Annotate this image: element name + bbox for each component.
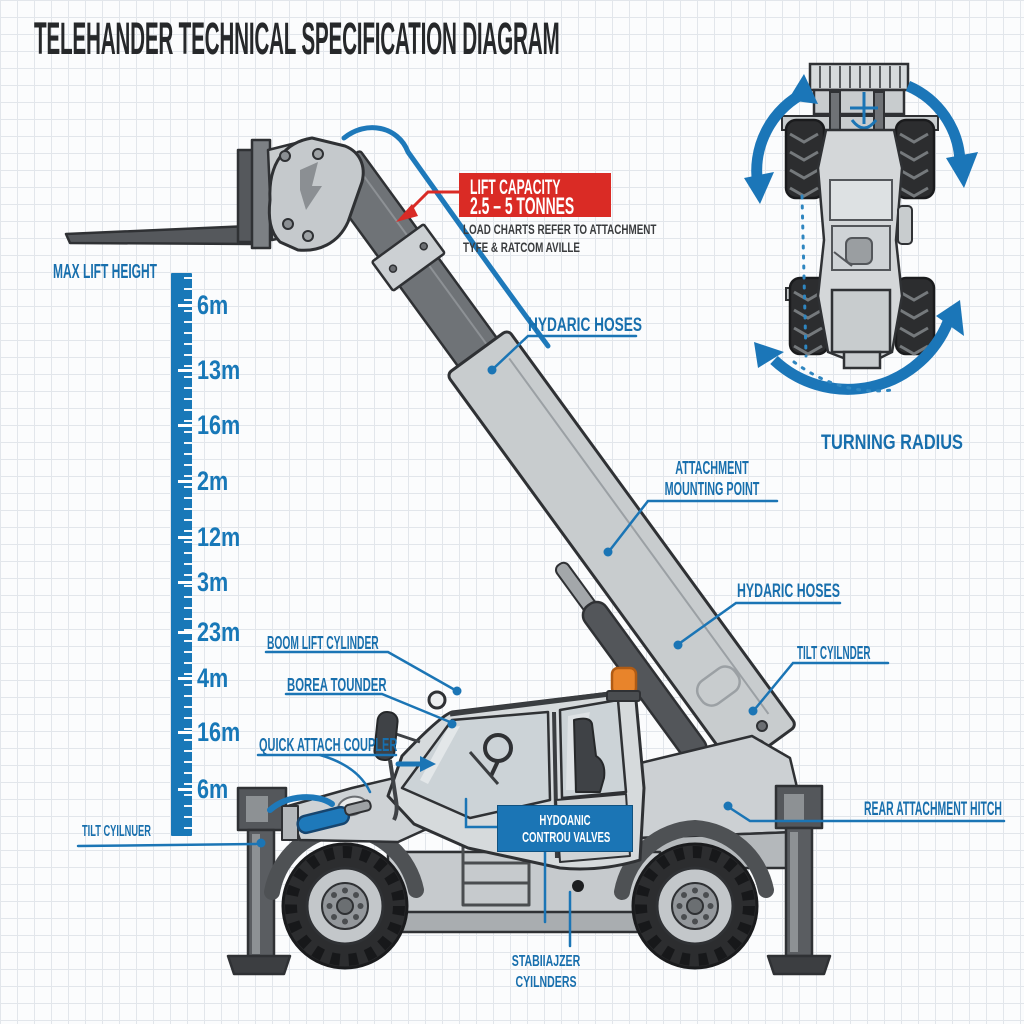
- ruler-mark: 16m: [197, 717, 241, 747]
- leader-lines: [76, 334, 1006, 948]
- ruler-major-tick: [178, 677, 192, 680]
- front-tilt-cylinder: [267, 794, 372, 835]
- ruler-major-tick: [178, 480, 192, 483]
- turning-arrows: [744, 74, 978, 395]
- note-line-1: LOAD CHARTS REFER TO ATTACHMENT: [463, 222, 657, 237]
- ruler-major-tick: [178, 424, 192, 427]
- max-lift-height-label: MAX LIFT HEIGHT: [53, 261, 157, 283]
- ruler-major-tick: [178, 581, 192, 584]
- mirror: [373, 710, 421, 821]
- label-boom-lift-cylinder: BOOM LIFT CYLINDER: [267, 633, 379, 653]
- ruler-major-tick: [178, 369, 192, 372]
- ruler-mark: 12m: [197, 522, 241, 552]
- ruler-mark: 6m: [197, 290, 229, 320]
- ruler-mark: 2m: [197, 466, 229, 496]
- radius-guides: [792, 194, 894, 393]
- leader-dots: [256, 365, 758, 848]
- hydraulic-control-valves-box: HYDOANIC CONTROU VALVES: [497, 805, 633, 852]
- ruler-mark: 4m: [197, 663, 229, 693]
- fork-blade: [64, 224, 256, 246]
- ruler-major-tick: [178, 731, 192, 734]
- quick-attach-arrow: [420, 756, 436, 772]
- ruler-mark: 16m: [197, 410, 241, 440]
- top-hook-symbol: [850, 92, 878, 130]
- label-turning-radius: TURNING RADIUS: [821, 431, 963, 454]
- label-tilt-cylinder-right: TILT CYILNDER: [797, 643, 871, 663]
- note-line-2: TYFE & RATCOM AVILLE: [463, 240, 580, 256]
- lift-capacity-value: 2.5 – 5 TONNES: [470, 193, 575, 220]
- rear-wheel: [631, 842, 759, 970]
- turning-radius-top-view: [744, 62, 978, 395]
- lift-height-ruler: [171, 273, 192, 836]
- page-title: TELEHANDER TECHNICAL SPECIFICATION DIAGR…: [34, 13, 560, 64]
- lift-capacity-note: LOAD CHARTS REFER TO ATTACHMENT TYFE & R…: [463, 221, 656, 257]
- label-borea-tounder: BOREA TOUNDER: [287, 675, 387, 695]
- ruler-major-tick: [178, 631, 192, 634]
- beacon-light: [606, 666, 641, 702]
- top-fork-carriage: [808, 62, 910, 92]
- label-tilt-cylinder-left: TILT CYILNUER: [82, 823, 151, 840]
- wiper: [468, 751, 500, 785]
- lift-capacity-title: LIFT CAPACITY: [470, 176, 561, 199]
- seat: [573, 717, 606, 793]
- label-rear-attachment-hitch: REAR ATTACHMENT HITCH: [864, 799, 1002, 820]
- capacity-leader: [396, 190, 459, 222]
- windshield: [400, 710, 552, 820]
- ruler-mark: 13m: [197, 355, 241, 385]
- ruler-mark: 6m: [197, 774, 229, 804]
- ruler-major-tick: [178, 304, 192, 307]
- rear-stabilizer: [766, 784, 832, 976]
- front-wheel: [281, 842, 409, 970]
- lift-capacity-box: LIFT CAPACITY 2.5 – 5 TONNES: [459, 173, 611, 220]
- ruler-minor-ticks: [184, 277, 192, 832]
- ruler-mark: 23m: [197, 617, 241, 647]
- label-quick-attach-coupler: QUICK ATTACH COUPLER: [259, 735, 398, 755]
- ruler-major-tick: [178, 788, 192, 791]
- ruler-mark: 3m: [197, 567, 229, 597]
- boom-hydraulic-hose: [341, 125, 551, 349]
- label-hydraulic-hoses-top: HYDARIC HOSES: [528, 315, 643, 336]
- label-hydraulic-hoses-right: HYDARIC HOSES: [737, 581, 840, 602]
- headlight: [427, 690, 447, 710]
- ruler-major-tick: [178, 536, 192, 539]
- label-attachment-mounting-point: ATTACHMENT MOUNTING POINT: [664, 458, 760, 500]
- fork-carriage: [64, 136, 365, 252]
- label-stabilizer-cylinders: STABIIAJZER CYILNDERS: [511, 953, 581, 991]
